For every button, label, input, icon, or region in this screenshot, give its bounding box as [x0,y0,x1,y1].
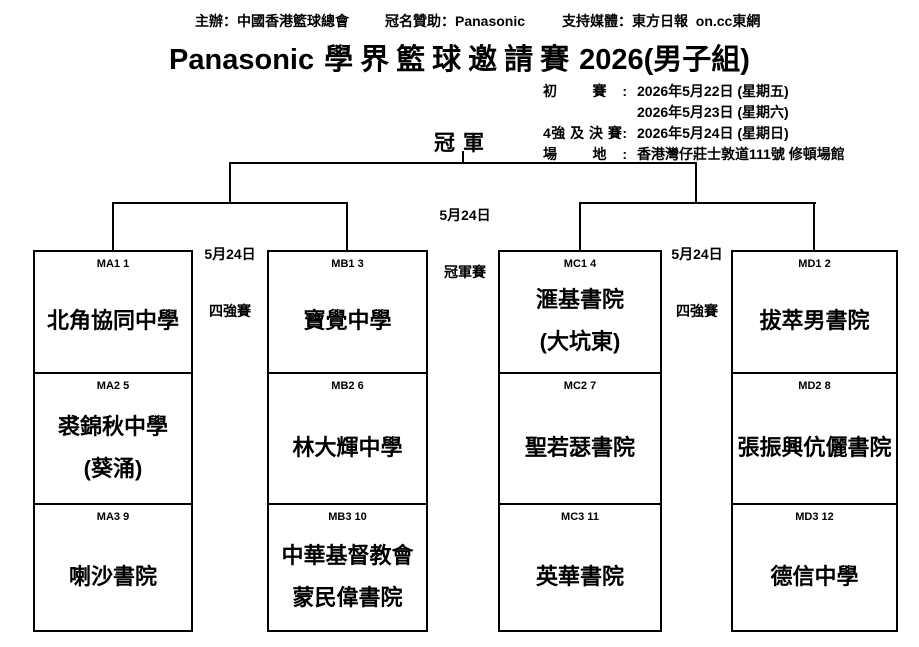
team-name: 德信中學 [770,563,859,589]
team-name: 北角協同中學 [46,308,179,333]
semifinal-left-label: 5月24日 四強賽 [204,207,255,359]
match-code: MC1 4 [563,258,597,270]
schedule-label [543,102,627,123]
media-credit: 支持媒體：東方日報 on.cc東網 [562,13,761,29]
team-name: 寶覺中學 [303,308,392,333]
match-code: MA1 1 [96,258,130,270]
final-bar-line [229,162,697,164]
match-code: MD1 2 [798,258,831,270]
semi-drop-mb1-line [346,202,348,250]
match-code: MD2 8 [798,380,831,392]
team-cell-ma1: MA1 1 北角協同中學 [35,252,191,372]
team-name: 林大輝中學 [292,434,403,460]
final-right-drop-line [695,162,697,204]
schedule-row: 場 地: 香港灣仔莊士敦道111號 修頓場館 [543,144,845,165]
schedule-value: 2026年5月24日 (星期日) [637,125,789,141]
match-code: MD3 12 [795,511,834,523]
match-code: MC2 7 [563,380,597,392]
semi-name: 四強賽 [208,303,251,319]
final-name: 冠軍賽 [443,264,486,280]
match-code: MA3 9 [96,511,130,523]
schedule-value: 香港灣仔莊士敦道111號 修頓場館 [637,146,845,162]
title-year: 2026(男子組) [579,44,750,76]
semi-name: 四強賽 [675,303,718,319]
team-name: 拔萃男書院 [759,308,870,333]
team-name: 聖若瑟書院 [524,434,635,460]
team-name: 裘錦秋中學 (葵涌) [57,413,168,481]
bracket-column-a: MA1 1 北角協同中學 MA2 5 裘錦秋中學 (葵涌) MA3 9 喇沙書院 [33,250,193,632]
team-cell-ma3: MA3 9 喇沙書院 [35,503,191,630]
semi-left-bar-line [112,202,348,204]
schedule-label: 4強 及 決 賽: [543,125,627,141]
bracket-column-d: MD1 2 拔萃男書院 MD2 8 張振興伉儷書院 MD3 12 德信中學 [731,250,898,632]
bracket-column-b: MB1 3 寶覺中學 MB2 6 林大輝中學 MB3 10 中華基督教會 蒙民偉… [267,250,428,632]
title-event: 學界籃球邀請賽 [324,44,577,76]
semi-drop-mc1-line [579,202,581,250]
sponsor-credit: 冠名贊助：Panasonic [385,13,526,29]
title-brand: Panasonic [169,44,315,76]
match-code: MB3 10 [328,511,367,523]
team-name: 中華基督教會 蒙民偉書院 [281,542,414,610]
team-cell-md2: MD2 8 張振興伉儷書院 [733,372,896,503]
team-name: 張振興伉儷書院 [737,434,892,460]
schedule-value: 2026年5月22日 (星期五) [637,83,789,99]
team-name: 英華書院 [535,563,624,589]
schedule-value: 2026年5月23日 (星期六) [637,104,789,120]
match-code: MA2 5 [96,380,130,392]
schedule-block: 初 賽: 2026年5月22日 (星期五) 2026年5月23日 (星期六) 4… [543,81,845,165]
team-name: 滙基書院 (大坑東) [535,287,624,354]
schedule-label: 初 賽: [543,83,627,99]
semifinal-right-label: 5月24日 四強賽 [671,207,722,359]
semi-drop-ma1-line [112,202,114,250]
schedule-row: 初 賽: 2026年5月22日 (星期五) [543,81,845,102]
match-code: MB2 6 [331,380,364,392]
team-cell-md1: MD1 2 拔萃男書院 [733,252,896,372]
schedule-row: 2026年5月23日 (星期六) [543,102,845,123]
schedule-row: 4強 及 決 賽: 2026年5月24日 (星期日) [543,123,845,144]
champion-label: 冠軍 [434,132,492,155]
match-code: MC3 11 [561,511,599,523]
team-cell-mb2: MB2 6 林大輝中學 [269,372,426,503]
final-date: 5月24日 [439,207,491,223]
organizer-credit: 主辦：中國香港籃球總會 [195,13,349,29]
team-cell-mb1: MB1 3 寶覺中學 [269,252,426,372]
match-code: MB1 3 [331,258,364,270]
semi-date: 5月24日 [671,246,723,262]
final-left-drop-line [229,162,231,204]
schedule-label: 場 地: [543,146,627,162]
final-match-label: 5月24日 冠軍賽 [439,168,490,320]
semi-date: 5月24日 [204,246,256,262]
team-cell-mc1: MC1 4 滙基書院 (大坑東) [500,252,660,372]
team-cell-mc2: MC2 7 聖若瑟書院 [500,372,660,503]
team-cell-md3: MD3 12 德信中學 [733,503,896,630]
team-cell-mc3: MC3 11 英華書院 [500,503,660,630]
page-title: Panasonic 學界籃球邀請賽 2026(男子組) [0,36,919,78]
champion-stem-line [462,151,464,164]
team-name: 喇沙書院 [68,563,157,589]
bracket-column-c: MC1 4 滙基書院 (大坑東) MC2 7 聖若瑟書院 MC3 11 英華書院 [498,250,662,632]
team-cell-ma2: MA2 5 裘錦秋中學 (葵涌) [35,372,191,503]
semi-drop-md1-line [813,202,815,250]
team-cell-mb3: MB3 10 中華基督教會 蒙民偉書院 [269,503,426,630]
semi-right-bar-line [579,202,816,204]
